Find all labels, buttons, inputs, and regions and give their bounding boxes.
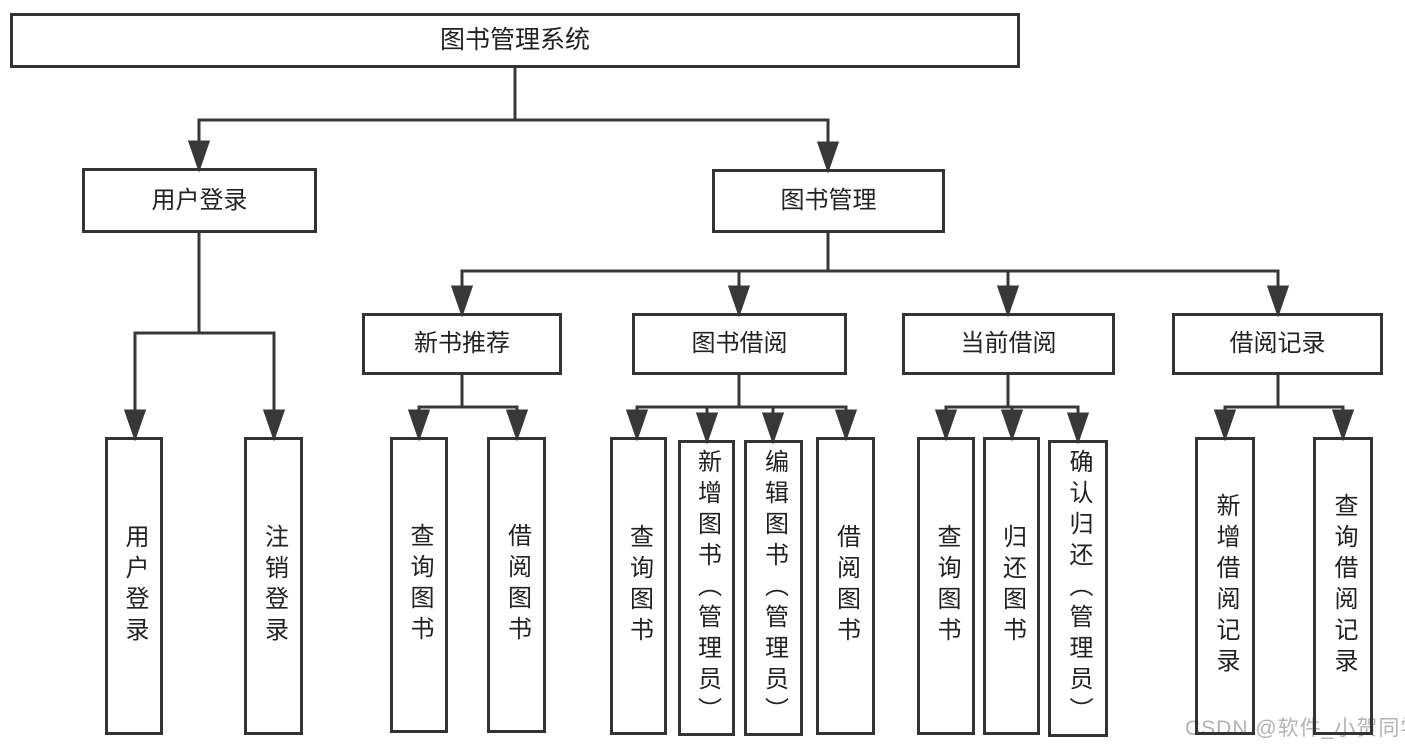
node-user-login-label: 用户登录	[151, 186, 248, 214]
connector-user-login-to-leaves	[123, 233, 286, 442]
leaf-borrow-books-borrowing: 借阅图书	[816, 437, 875, 735]
leaf-logout-label: 注销登录	[260, 524, 288, 648]
leaf-query-books-recommend: 查询图书	[390, 437, 448, 733]
node-new-book-recommend-label: 新书推荐	[414, 330, 510, 357]
connector-book-management-to-level3	[450, 233, 1290, 318]
leaf-confirm-return-admin: 确认归还（管理员）	[1048, 440, 1108, 737]
leaf-add-borrow-record: 新增借阅记录	[1195, 437, 1255, 735]
leaf-edit-books-admin-label: 编辑图书（管理员）	[760, 448, 788, 728]
leaf-return-books-label: 归还图书	[998, 524, 1026, 648]
leaf-user-login-label: 用户登录	[121, 524, 148, 648]
node-borrowing-records-label: 借阅记录	[1229, 330, 1326, 357]
leaf-query-borrow-record: 查询借阅记录	[1313, 437, 1373, 735]
leaf-confirm-return-admin-label: 确认归还（管理员）	[1065, 449, 1092, 728]
leaf-return-books: 归还图书	[983, 437, 1040, 735]
leaf-edit-books-admin: 编辑图书（管理员）	[744, 440, 803, 736]
leaf-query-books-current-label: 查询图书	[933, 524, 960, 648]
leaf-borrow-books-borrowing-label: 借阅图书	[832, 524, 860, 648]
node-book-borrowing-label: 图书借阅	[691, 330, 788, 357]
node-root: 图书管理系统	[10, 13, 1020, 68]
leaf-query-books-borrowing: 查询图书	[610, 437, 667, 735]
leaf-add-borrow-record-label: 新增借阅记录	[1212, 493, 1239, 679]
leaf-query-books-recommend-label: 查询图书	[406, 523, 433, 647]
node-book-management-label: 图书管理	[780, 187, 877, 214]
node-book-management: 图书管理	[712, 169, 945, 233]
connector-borrowing-records-to-leaves	[1213, 375, 1355, 442]
leaf-logout: 注销登录	[244, 437, 303, 735]
leaf-borrow-books-recommend: 借阅图书	[487, 437, 546, 733]
connector-book-borrowing-to-leaves	[625, 375, 858, 445]
connector-current-borrowing-to-leaves	[934, 375, 1090, 445]
node-user-login: 用户登录	[82, 168, 317, 233]
node-book-borrowing: 图书借阅	[632, 313, 847, 375]
leaf-query-books-borrowing-label: 查询图书	[625, 524, 653, 648]
node-new-book-recommend: 新书推荐	[362, 313, 562, 375]
node-borrowing-records: 借阅记录	[1172, 313, 1383, 375]
leaf-add-books-admin-label: 新增图书（管理员）	[693, 448, 721, 728]
node-current-borrowing-label: 当前借阅	[960, 330, 1057, 357]
node-root-label: 图书管理系统	[439, 26, 590, 54]
connector-root-to-level2	[187, 68, 840, 174]
leaf-query-books-current: 查询图书	[917, 437, 975, 735]
connector-new-book-to-leaves	[407, 375, 529, 442]
leaf-user-login: 用户登录	[105, 437, 163, 735]
leaf-borrow-books-recommend-label: 借阅图书	[503, 523, 531, 647]
leaf-query-borrow-record-label: 查询借阅记录	[1330, 493, 1357, 679]
leaf-add-books-admin: 新增图书（管理员）	[678, 440, 735, 736]
node-current-borrowing: 当前借阅	[902, 313, 1115, 375]
